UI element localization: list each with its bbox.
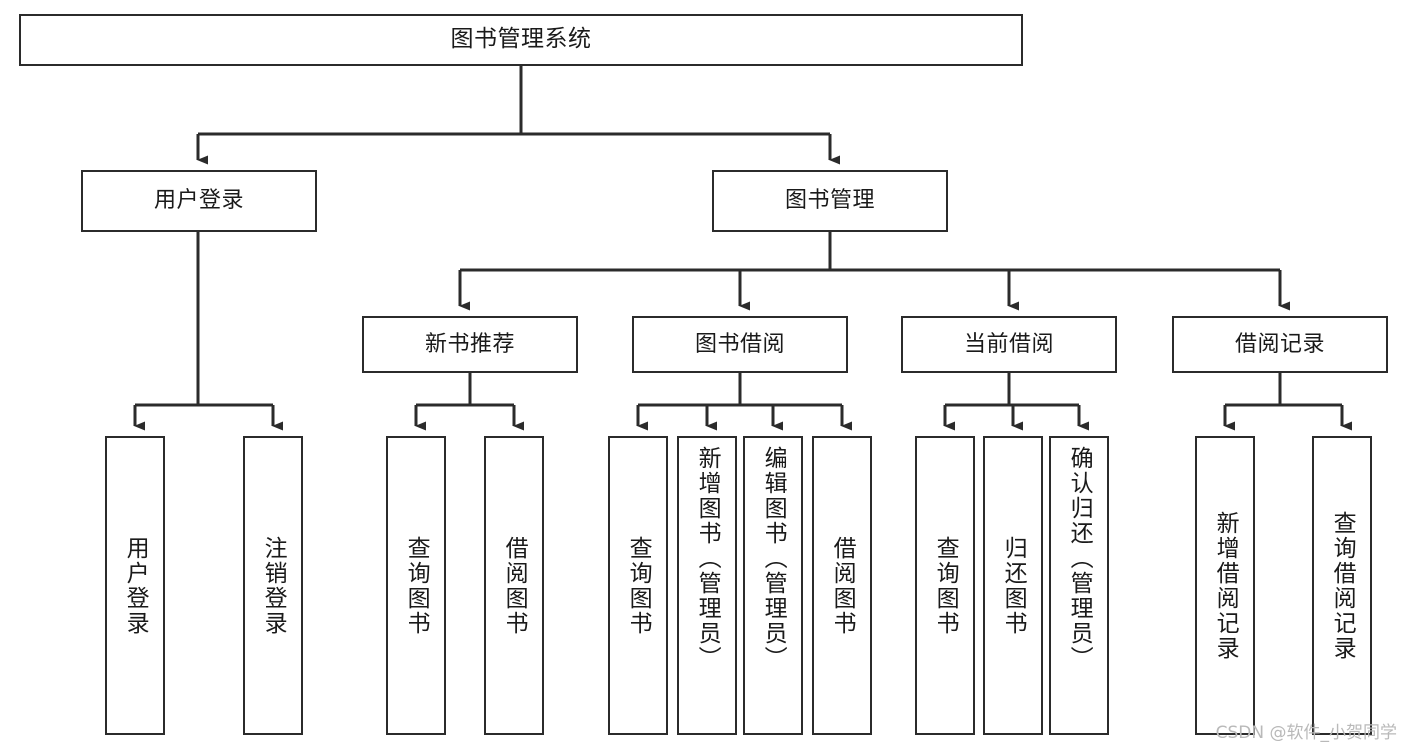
watermark-text: CSDN @软件_小贺同学: [1215, 723, 1397, 743]
leaf-user-login[interactable]: 用户登录: [105, 436, 165, 735]
node-label: 查询图书: [403, 535, 430, 636]
node-new-book-recommend[interactable]: 新书推荐: [362, 316, 578, 373]
node-label: 归还图书: [1000, 535, 1027, 636]
leaf-confirm-return-admin[interactable]: 确认归还（管理员）: [1049, 436, 1109, 735]
node-label: 用户登录: [122, 535, 149, 636]
node-root-system[interactable]: 图书管理系统: [19, 14, 1023, 66]
node-label: 查询图书: [625, 535, 652, 636]
node-label: 图书借阅: [694, 331, 785, 357]
node-book-manage[interactable]: 图书管理: [712, 170, 948, 232]
leaf-add-book-admin[interactable]: 新增图书（管理员）: [677, 436, 737, 735]
leaf-logout-login[interactable]: 注销登录: [243, 436, 303, 735]
leaf-query-book-2[interactable]: 查询图书: [608, 436, 668, 735]
node-label: 确认归还（管理员）: [1066, 446, 1093, 671]
node-label: 查询借阅记录: [1329, 510, 1356, 661]
node-label: 新增借阅记录: [1212, 510, 1239, 661]
leaf-edit-book-admin[interactable]: 编辑图书（管理员）: [743, 436, 803, 735]
node-label: 注销登录: [260, 535, 287, 636]
node-label: 新增图书（管理员）: [694, 446, 721, 671]
node-book-borrow[interactable]: 图书借阅: [632, 316, 848, 373]
node-label: 图书管理: [784, 188, 875, 214]
leaf-borrow-book-1[interactable]: 借阅图书: [484, 436, 544, 735]
leaf-return-book[interactable]: 归还图书: [983, 436, 1043, 735]
leaf-borrow-book-2[interactable]: 借阅图书: [812, 436, 872, 735]
node-label: 用户登录: [153, 188, 244, 214]
leaf-add-borrow-record[interactable]: 新增借阅记录: [1195, 436, 1255, 735]
node-borrow-record[interactable]: 借阅记录: [1172, 316, 1388, 373]
leaf-query-borrow-record[interactable]: 查询借阅记录: [1312, 436, 1372, 735]
node-label: 借阅记录: [1234, 331, 1325, 357]
node-label: 新书推荐: [424, 331, 515, 357]
leaf-query-book-3[interactable]: 查询图书: [915, 436, 975, 735]
leaf-query-book-1[interactable]: 查询图书: [386, 436, 446, 735]
node-label: 图书管理系统: [450, 26, 592, 53]
node-current-borrow[interactable]: 当前借阅: [901, 316, 1117, 373]
node-label: 当前借阅: [963, 331, 1054, 357]
node-label: 借阅图书: [829, 535, 856, 636]
node-label: 查询图书: [932, 535, 959, 636]
node-label: 借阅图书: [501, 535, 528, 636]
node-user-login[interactable]: 用户登录: [81, 170, 317, 232]
node-label: 编辑图书（管理员）: [760, 446, 787, 671]
